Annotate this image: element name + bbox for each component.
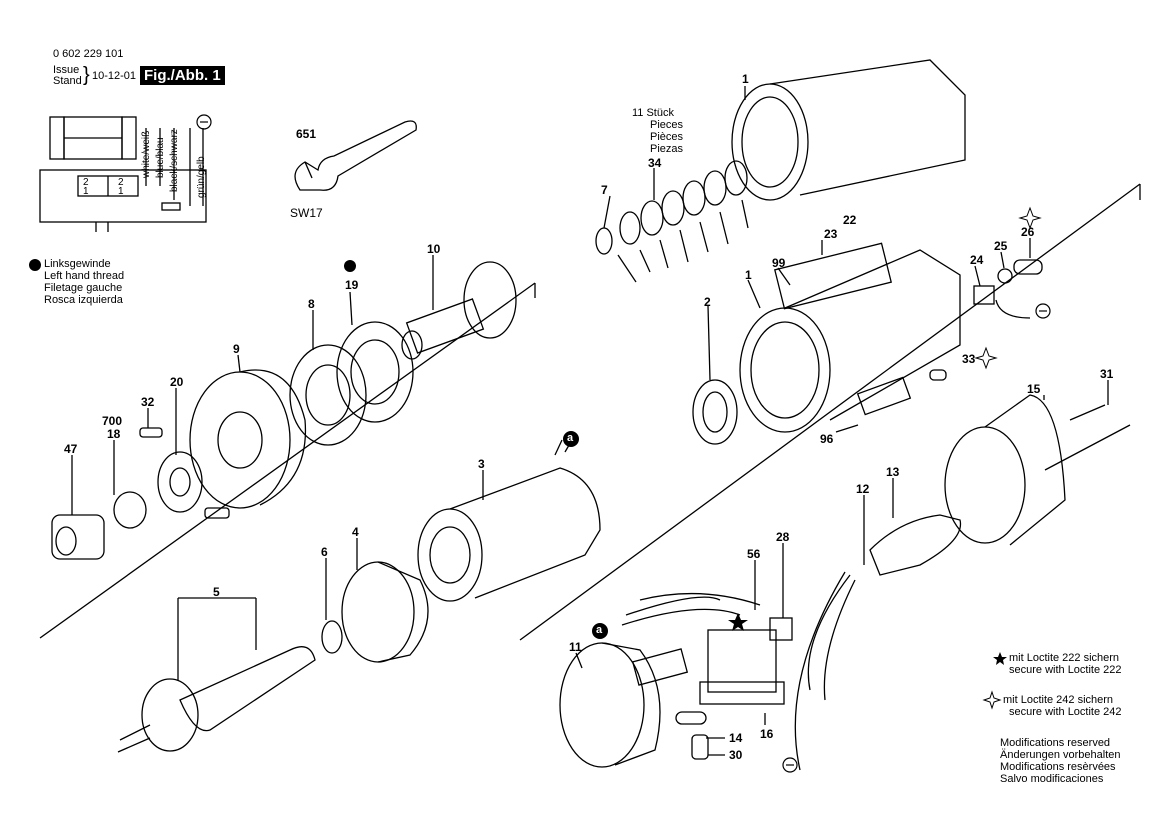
wire-green-yellow: grün/gelb [196,156,207,198]
pieces-de: 11 Stück [632,107,674,119]
callout: 30 [729,748,743,762]
star-note-en: secure with Loctite 222 [1009,664,1122,676]
terminal-left-1: 1 [83,186,89,197]
cable-13 [794,514,962,771]
callout: 33 [962,352,976,366]
star-note-de: mit Loctite 222 sichern [1009,652,1120,664]
callout: 26 [1021,225,1035,239]
ground-icon [196,114,1051,773]
callout: 18 [107,427,121,441]
wrench-size: SW17 [290,206,323,220]
housing-middle [739,242,961,433]
callout: 16 [760,727,774,741]
callout: 25 [994,239,1008,253]
marker-a-top [563,431,579,447]
callout: 96 [820,432,834,446]
modifications-fr: Modifications resèrvées [1000,761,1116,773]
terminal-right-1: 1 [118,186,124,197]
marker-a-bottom [592,623,608,639]
part-number: 0 602 229 101 [53,48,124,60]
star-solid-icon [728,613,748,631]
seal-ring-2 [692,379,738,445]
marker-a-label: a [567,432,574,444]
modifications-es: Salvo modificaciones [1000,773,1104,785]
modifications-de: Änderungen vorbehalten [1000,749,1121,761]
stator-3 [417,439,601,602]
modifications-en: Modifications reserved [1000,737,1111,749]
stand-label: Stand [53,75,82,87]
callout: 56 [747,547,761,561]
callout: 13 [886,465,900,479]
callout: 22 [843,213,857,227]
callout: 5 [213,585,220,599]
callout: 32 [141,395,155,409]
callout: 19 [345,278,359,292]
spindle-10 [401,261,517,360]
ring-4 [341,561,415,663]
pieces-es: Piezas [650,143,684,155]
brush-holders-34 [595,160,749,283]
issue-label: Issue [53,64,80,76]
end-cap-11 [559,642,689,768]
issue-date: 10-12-01 [92,70,137,82]
marker-a-label: a [596,624,603,636]
callout: 20 [170,375,184,389]
pieces-en: Pieces [650,119,684,131]
callout: 2 [704,295,711,309]
callout: 1 [742,72,749,86]
star-outline-icon [1018,206,1042,230]
lh-thread-es: Rosca izquierda [44,294,123,306]
callout: 4 [352,525,359,539]
flange-9 [189,369,307,509]
callout: 10 [427,242,441,256]
callout: 6 [321,545,328,559]
callout: 11 [569,640,582,654]
callout: 8 [308,297,315,311]
callout: 15 [1027,382,1041,396]
armature-5 [117,646,316,753]
callout: 12 [856,482,870,496]
wiring-diagram [39,116,207,232]
callout: 47 [64,442,78,456]
callout: 7 [601,183,608,197]
terminal-left-2: 2 [83,177,89,188]
housing-15 [944,394,1131,546]
wire-white: white/weiß [141,130,152,178]
terminal-right-2: 2 [118,177,124,188]
callout: 23 [824,227,838,241]
brace: } [83,64,90,86]
callout: 9 [233,342,240,356]
figure-title: Fig./Abb. 1 [140,66,225,85]
pieces-fr: Pièces [650,131,684,143]
callout: 3 [478,457,485,471]
callout: 31 [1100,367,1114,381]
lh-thread-fr: Filetage gauche [44,282,123,294]
star-outline-note-de: mit Loctite 242 sichern [1003,694,1114,706]
wrench-651 [294,120,417,191]
callout: 651 [296,127,317,141]
lh-thread-de: Linksgewinde [44,258,111,270]
star-outline-note-en: secure with Loctite 242 [1009,706,1122,718]
lh-thread-en: Left hand thread [44,270,125,282]
callout: 99 [772,256,786,270]
star-outline-icon [982,690,1002,710]
callout: 24 [970,253,984,267]
star-outline-icon [974,346,998,370]
left-hand-thread-icon [29,259,356,272]
callout: 28 [776,530,790,544]
switch-16 [699,617,793,705]
bearing-8 [289,344,367,446]
wire-blue: blue/blau [155,137,166,178]
bearing-19 [336,321,414,423]
callout: 34 [648,156,662,170]
wire-black: black/schwarz [169,129,180,192]
callout: 14 [729,731,743,745]
callout: 1 [745,268,752,282]
star-solid-icon [993,652,1007,665]
callout: 700 [102,414,123,428]
housing-top [731,59,966,201]
